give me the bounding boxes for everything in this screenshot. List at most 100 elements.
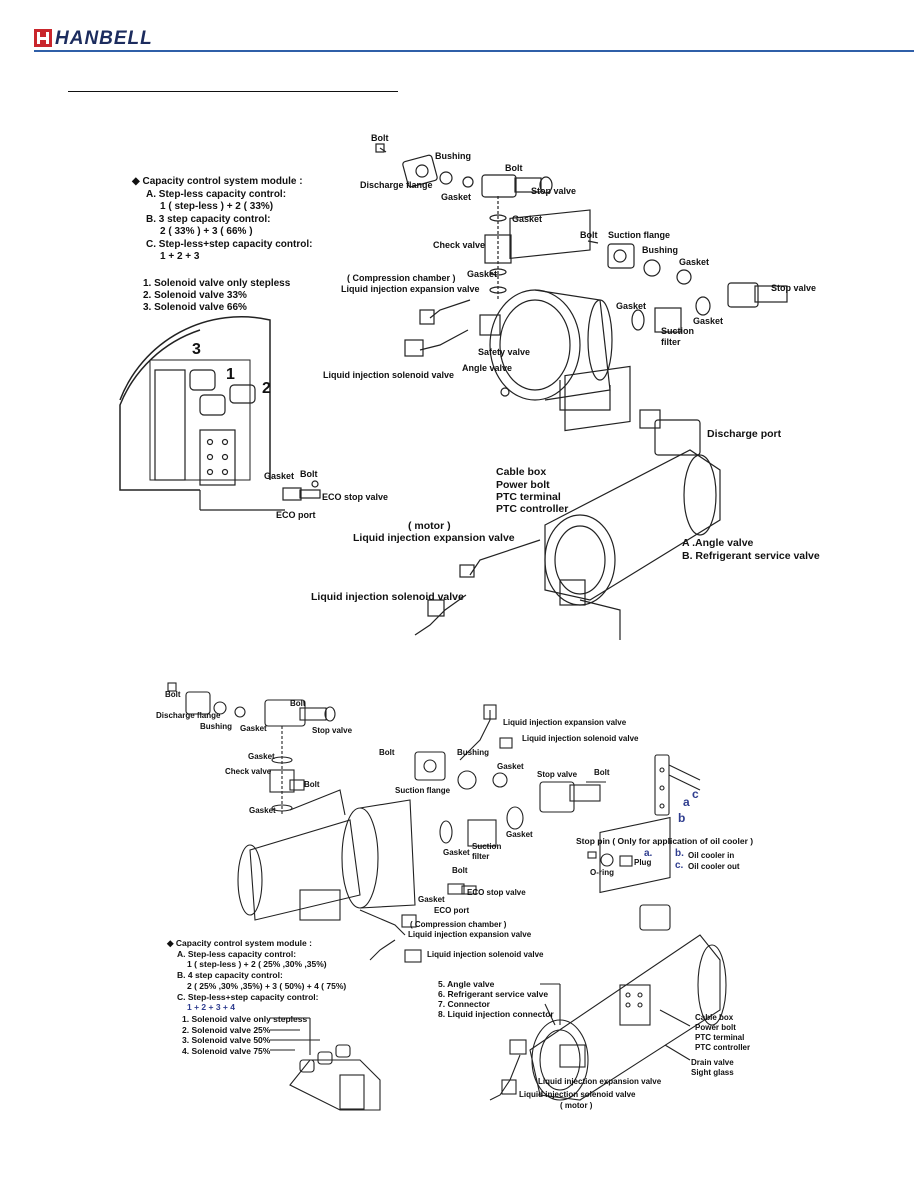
- d2-label-a: a.: [644, 848, 653, 859]
- d2-eco-port: ECO port: [434, 906, 470, 915]
- d1-cap-line-3: 2 ( 33% ) + 3 ( 66% ): [160, 226, 253, 237]
- d2-drain-valve: Drain valve: [691, 1058, 734, 1067]
- d2-label-c: c.: [675, 860, 684, 871]
- d1-stop-valve-suction: Stop valve: [771, 283, 817, 293]
- d1-ptc-controller: PTC controller: [496, 503, 569, 515]
- logo-text: HANBELL: [55, 28, 153, 49]
- d2-callout-b: b: [678, 811, 686, 825]
- d1-gasket-f: Gasket: [693, 316, 724, 326]
- d1-suction-filter: Suction filter: [661, 326, 694, 347]
- d2-lis-valve-top: Liquid injection solenoid valve: [522, 734, 639, 743]
- d2-capacity-title: Capacity control system module :: [175, 938, 312, 948]
- d1-solenoid-1: 2. Solenoid valve 33%: [143, 290, 247, 301]
- header: HANBELL: [0, 0, 918, 56]
- d2-numbered-parts: 5. Angle valve 6. Refrigerant service va…: [438, 979, 554, 1019]
- d1-cap-line-4: C. Step-less+step capacity control:: [146, 238, 313, 250]
- d2-lie-valve-bottom: Liquid injection expansion valve: [538, 1077, 662, 1086]
- d1-gasket-c: Gasket: [467, 269, 498, 279]
- d2-bushing: Bushing: [200, 722, 232, 731]
- d1-angle-valve-a: A .Angle valve: [682, 537, 754, 549]
- d1-gasket-a: Gasket: [441, 192, 472, 202]
- d1-gasket-d: Gasket: [679, 257, 710, 267]
- d2-oring: O-ring: [590, 868, 614, 877]
- d1-solenoid-2: 3. Solenoid valve 66%: [143, 302, 247, 313]
- d1-cap-line-1: 1 ( step-less ) + 2 ( 33%): [160, 201, 274, 212]
- d1-eco-stop-valve: ECO stop valve: [322, 492, 389, 502]
- d1-cap-line-2: B. 3 step capacity control:: [146, 213, 271, 225]
- d2-lis-valve-bottom: Liquid injection solenoid valve: [519, 1090, 636, 1099]
- d1-cable-box: Cable box: [496, 466, 547, 478]
- d1-bushing-top: Bushing: [435, 151, 471, 161]
- d2-solenoid-0: 1. Solenoid valve only stepless: [182, 1014, 308, 1024]
- d1-cap-line-0: A. Step-less capacity control:: [146, 188, 287, 200]
- d2-label-b: b.: [675, 848, 684, 859]
- d1-power-bolt: Power bolt: [496, 479, 550, 491]
- d1-eco-port: ECO port: [276, 510, 316, 520]
- d1-capacity-title: Capacity control system module :: [142, 176, 303, 187]
- d2-lie-valve-cc: Liquid injection expansion valve: [408, 930, 532, 939]
- d2-ptc-controller: PTC controller: [695, 1043, 751, 1052]
- d2-gasket-eco: Gasket: [418, 895, 445, 904]
- d1-solenoid-0: 1. Solenoid valve only stepless: [143, 278, 291, 289]
- d2-callout-a: a: [683, 795, 690, 809]
- d2-gasket-a: Gasket: [240, 724, 267, 733]
- d1-compression-chamber: ( Compression chamber ): [347, 273, 456, 283]
- d2-cap-line-4: C. Step-less+step capacity control:: [177, 991, 319, 1002]
- d2-gasket-d: Gasket: [497, 762, 524, 771]
- d2-stop-pin: Stop pin ( Only for application of oil c…: [576, 836, 754, 846]
- hanbell-logo-icon: [34, 29, 52, 47]
- d2-gasket-e: Gasket: [506, 830, 533, 839]
- d2-callout-c: c: [692, 787, 699, 801]
- d2-gasket-b: Gasket: [248, 752, 275, 761]
- d2-part-5: 5. Angle valve: [438, 979, 495, 989]
- d1-bolt-suction: Bolt: [580, 230, 598, 240]
- d2-oil-out: Oil cooler out: [688, 862, 740, 871]
- header-rule: [34, 50, 914, 52]
- d2-cap-line-1: 1 ( step-less ) + 2 ( 25% ,30% ,35%): [187, 959, 327, 970]
- section-title-underline: [68, 91, 398, 92]
- detail-number-2: 2: [262, 380, 271, 397]
- d2-bolt-suction: Bolt: [379, 748, 395, 757]
- d2-solenoid-1: 2. Solenoid valve 25%: [182, 1024, 271, 1035]
- d2-stop-valve: Stop valve: [312, 726, 353, 735]
- d1-discharge-port: Discharge port: [707, 428, 782, 440]
- d2-bolt-eco: Bolt: [452, 866, 468, 875]
- d2-stop-valve-suction: Stop valve: [537, 770, 578, 779]
- d1-bolt-top: Bolt: [371, 133, 389, 143]
- d2-bolt-top: Bolt: [165, 690, 181, 699]
- d1-angle-valve: Angle valve: [462, 363, 513, 373]
- d2-lie-valve-top: Liquid injection expansion valve: [503, 718, 627, 727]
- d1-bolt-top2: Bolt: [505, 163, 523, 173]
- d2-plug: Plug: [634, 858, 652, 867]
- d1-lie-valve-1: Liquid injection expansion valve: [341, 284, 480, 294]
- d2-cap-line-2: B. 4 step capacity control:: [177, 970, 283, 981]
- d1-cap-line-5: 1 + 2 + 3: [160, 251, 200, 262]
- d2-part-8: 8. Liquid injection connector: [438, 1009, 554, 1019]
- d1-safety-valve: Safety valve: [478, 347, 531, 357]
- d2-eco-stop-valve: ECO stop valve: [467, 888, 526, 897]
- d2-cap-line-0: A. Step-less capacity control:: [177, 948, 297, 959]
- d1-ptc-terminal: PTC terminal: [496, 491, 561, 503]
- d2-motor: ( motor ): [560, 1101, 593, 1110]
- d1-lis-valve-1: Liquid injection solenoid valve: [323, 370, 455, 380]
- d2-sight-glass: Sight glass: [691, 1068, 734, 1077]
- d1-refrigerant-b: B. Refrigerant service valve: [682, 550, 820, 562]
- d1-lie-valve-2: Liquid injection expansion valve: [353, 532, 515, 544]
- d2-bolt-top2: Bolt: [290, 699, 306, 708]
- d2-solenoid-list: 1. Solenoid valve only stepless 2. Solen…: [182, 1014, 307, 1056]
- d1-discharge-flange: Discharge flange: [360, 180, 433, 190]
- d2-ptc-terminal: PTC terminal: [695, 1033, 745, 1042]
- d2-solenoid-3: 4. Solenoid valve 75%: [182, 1045, 271, 1056]
- d1-gasket-eco: Gasket: [264, 471, 295, 481]
- d1-bolt-eco: Bolt: [300, 469, 318, 479]
- d2-lis-valve-cc: Liquid injection solenoid valve: [427, 950, 544, 959]
- d2-cable-box: Cable box: [695, 1013, 734, 1022]
- detail-number-1: 1: [226, 366, 235, 383]
- d2-power-bolt: Power bolt: [695, 1023, 736, 1032]
- d1-lis-valve-2: Liquid injection solenoid valve: [311, 591, 464, 603]
- d2-bolt-sv: Bolt: [594, 768, 610, 777]
- d1-motor: ( motor ): [408, 520, 451, 532]
- d2-part-7: 7. Connector: [438, 999, 490, 1009]
- diagram1-drawing: [119, 143, 788, 640]
- d2-check-valve: Check valve: [225, 767, 272, 776]
